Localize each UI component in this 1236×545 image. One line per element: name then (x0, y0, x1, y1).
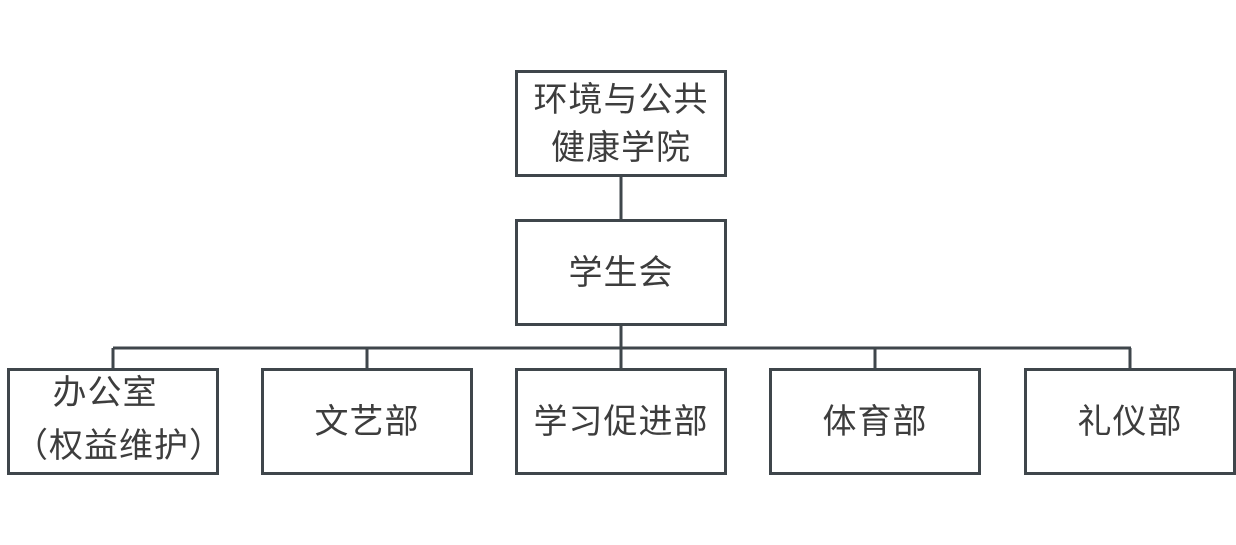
node-etiquette-dept: 礼仪部 (1024, 368, 1236, 475)
node-study-dept: 学习促进部 (515, 368, 727, 475)
node-office-line-1: 办公室 (52, 373, 158, 413)
node-college-line-1: 环境与公共 (533, 79, 709, 120)
node-student-union-label: 学生会 (568, 252, 674, 293)
node-student-union: 学生会 (515, 219, 727, 326)
node-college-line-2: 健康学院 (551, 127, 691, 168)
node-sports-dept: 体育部 (769, 368, 981, 475)
node-college: 环境与公共 健康学院 (515, 70, 727, 177)
node-arts-dept-label: 文艺部 (314, 401, 420, 442)
node-etiquette-dept-label: 礼仪部 (1077, 401, 1183, 442)
node-arts-dept: 文艺部 (261, 368, 473, 475)
node-office: 办公室 （权益维护） (7, 368, 224, 475)
node-study-dept-label: 学习促进部 (533, 401, 709, 442)
node-office-line-2: （权益维护） (14, 426, 224, 466)
node-sports-dept-label: 体育部 (822, 401, 928, 442)
